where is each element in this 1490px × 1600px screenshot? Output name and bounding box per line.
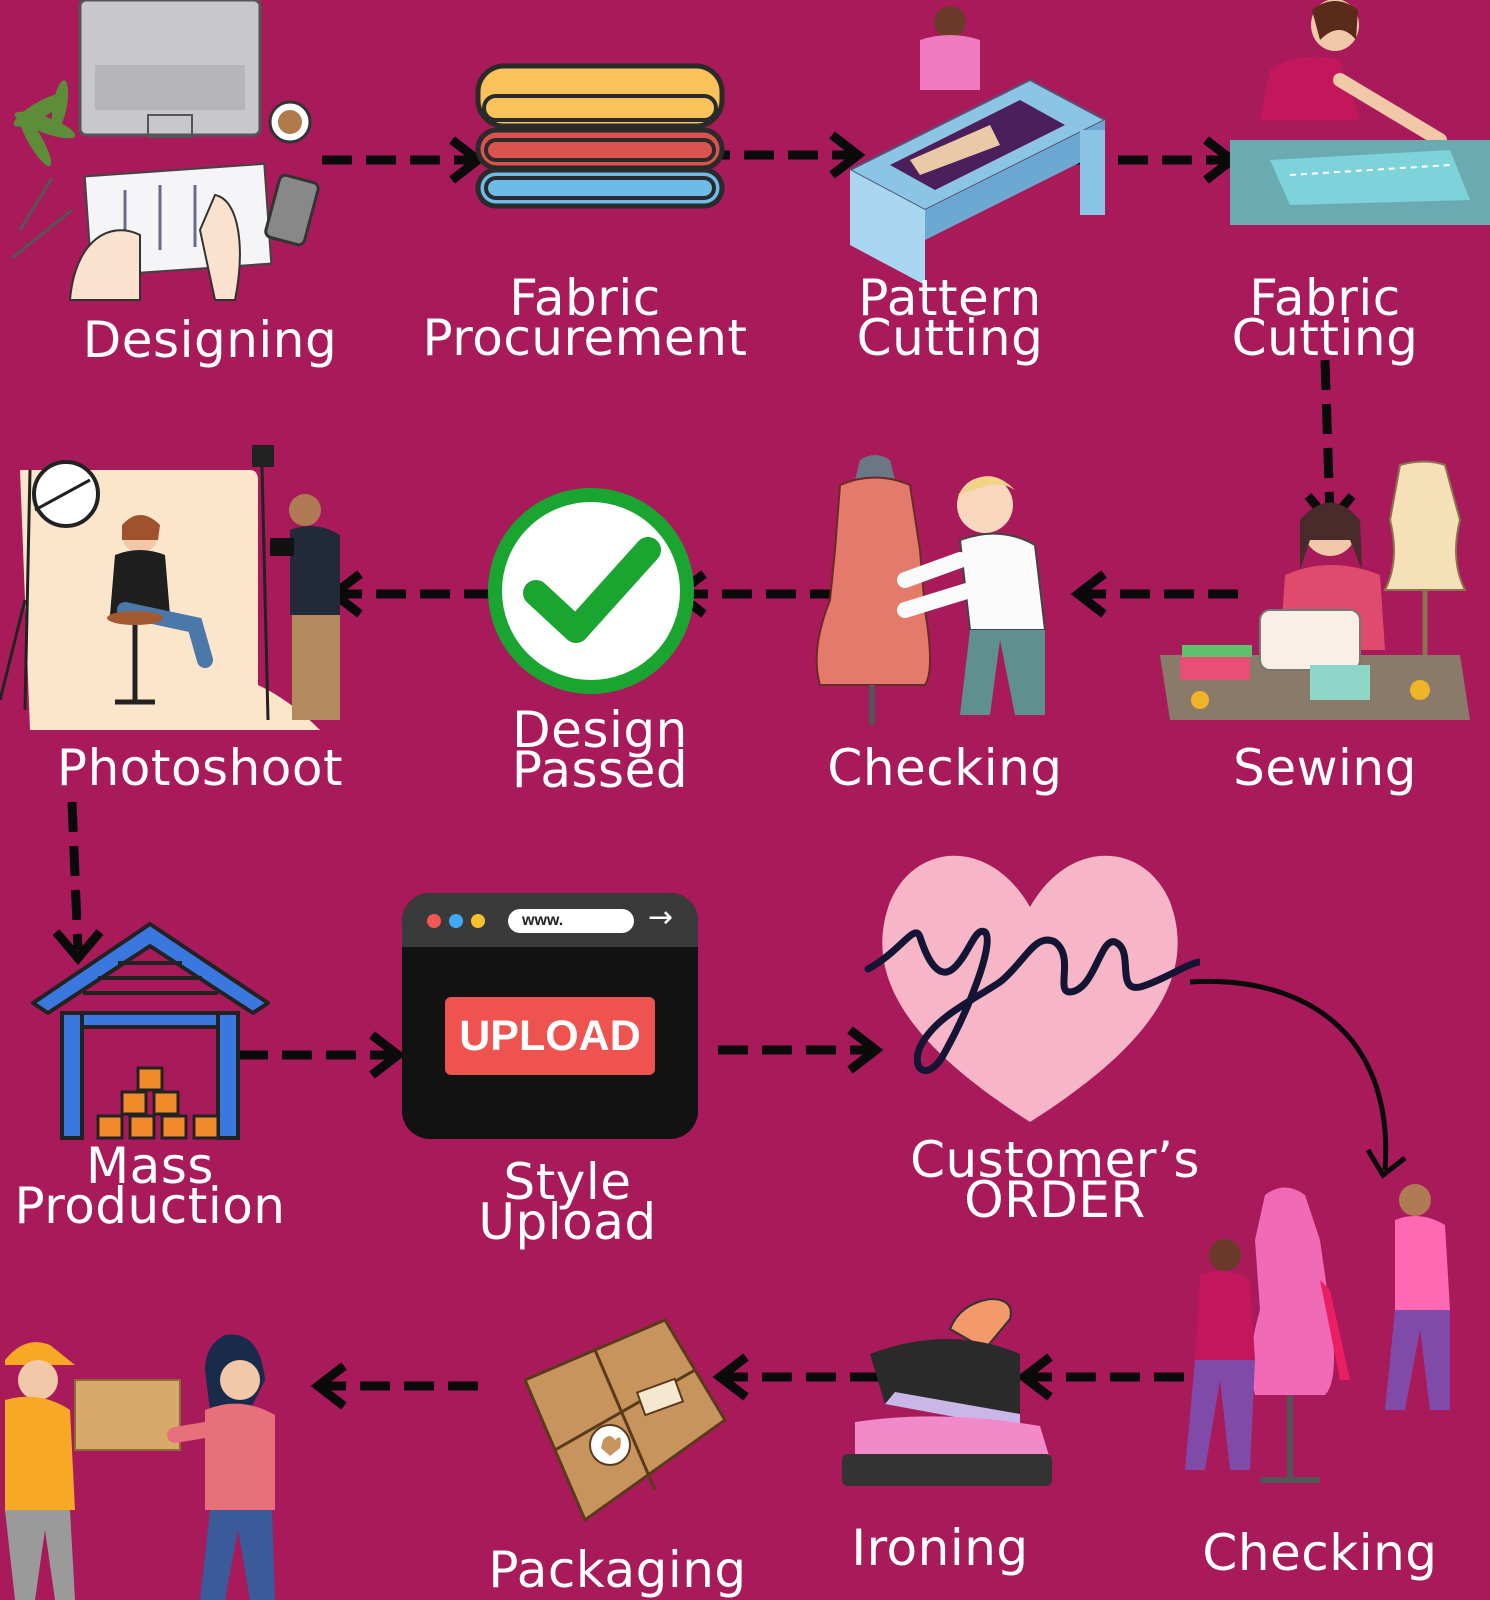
url-text: www. — [522, 912, 564, 929]
heart-you-icon — [864, 855, 1200, 1122]
mannequin-icon — [815, 455, 1047, 725]
label-design-passed-line1: Design — [512, 701, 688, 759]
label-customers-order: Customer’s ORDER — [880, 1131, 1230, 1229]
laptop-icon — [11, 0, 320, 301]
arrow-designing-to-procurement — [322, 136, 486, 184]
label-designing: Designing — [60, 311, 360, 369]
fabric-cutting-icon — [1230, 0, 1490, 225]
label-customers-order-line1: Customer’s — [910, 1131, 1200, 1189]
photo-studio-icon — [0, 445, 340, 730]
label-packaging-line1: Packaging — [488, 1541, 747, 1599]
arrow-sewing-to-checking — [1070, 570, 1238, 618]
label-checking-2: Checking — [1170, 1524, 1470, 1582]
arrow-order-to-checking — [1189, 978, 1407, 1179]
label-packaging: Packaging — [480, 1541, 755, 1599]
window-dot-blue — [449, 914, 463, 928]
warehouse-icon — [31, 922, 270, 1140]
label-style-upload: Style Upload — [420, 1153, 715, 1251]
arrow-mass-production-to-style-upload — [238, 1031, 406, 1079]
label-style-upload-line2: Upload — [478, 1193, 657, 1251]
label-fabric-procurement: Fabric Procurement — [400, 269, 770, 367]
label-fabric-procurement-line2: Procurement — [422, 309, 748, 367]
label-photoshoot: Photoshoot — [30, 739, 370, 797]
arrow-design-passed-to-photoshoot — [326, 570, 494, 618]
label-pattern-cutting-line2: Cutting — [856, 309, 1044, 367]
label-photoshoot-line1: Photoshoot — [56, 739, 344, 797]
label-mass-production: Mass Production — [0, 1137, 300, 1235]
label-customers-order-line2: ORDER — [964, 1171, 1146, 1229]
label-fabric-cutting: Fabric Cutting — [1180, 269, 1470, 367]
label-checking-2-line1: Checking — [1202, 1524, 1438, 1582]
window-dot-red — [427, 914, 441, 928]
package-icon — [523, 1318, 727, 1523]
iron-icon — [842, 1297, 1052, 1486]
sewing-icon — [1160, 460, 1470, 720]
label-design-passed: Design Passed — [440, 701, 760, 799]
fitting-icon — [1185, 1184, 1450, 1483]
label-fabric-procurement-line1: Fabric — [509, 269, 661, 327]
label-fabric-cutting-line1: Fabric — [1249, 269, 1401, 327]
label-ironing-line1: Ironing — [851, 1519, 1029, 1577]
forward-arrow-icon[interactable]: → — [648, 900, 674, 935]
label-mass-production-line2: Production — [14, 1177, 286, 1235]
label-checking-1-line1: Checking — [827, 739, 1063, 797]
browser-upload-icon: www. → UPLOAD — [402, 893, 698, 1139]
fabric-stack-icon — [475, 63, 725, 209]
label-sewing-line1: Sewing — [1233, 739, 1417, 797]
arrow-photoshoot-to-mass-production — [52, 801, 104, 965]
url-bar[interactable]: www. — [508, 909, 634, 933]
label-ironing: Ironing — [810, 1519, 1070, 1577]
arrow-ironing-to-packaging — [712, 1353, 880, 1401]
label-checking-1: Checking — [800, 739, 1090, 797]
label-design-passed-line2: Passed — [511, 741, 689, 799]
label-style-upload-line1: Style — [503, 1153, 632, 1211]
label-mass-production-line1: Mass — [86, 1137, 214, 1195]
label-sewing: Sewing — [1190, 739, 1460, 797]
arrow-packaging-to-delivery — [310, 1362, 478, 1410]
arrow-procurement-to-pattern — [700, 131, 866, 179]
check-circle-icon — [488, 488, 694, 694]
label-fabric-cutting-line2: Cutting — [1231, 309, 1419, 367]
cutting-table-icon — [850, 6, 1108, 285]
arrow-style-upload-to-order — [718, 1026, 884, 1074]
label-pattern-cutting-line1: Pattern — [858, 269, 1042, 327]
label-pattern-cutting: Pattern Cutting — [800, 269, 1100, 367]
upload-button-label: UPLOAD — [459, 1012, 641, 1060]
window-dot-yellow — [471, 914, 485, 928]
upload-button[interactable]: UPLOAD — [445, 997, 655, 1075]
arrow-checking-to-ironing — [1016, 1353, 1184, 1401]
delivery-icon — [5, 1334, 275, 1600]
label-designing-line1: Designing — [82, 311, 338, 369]
